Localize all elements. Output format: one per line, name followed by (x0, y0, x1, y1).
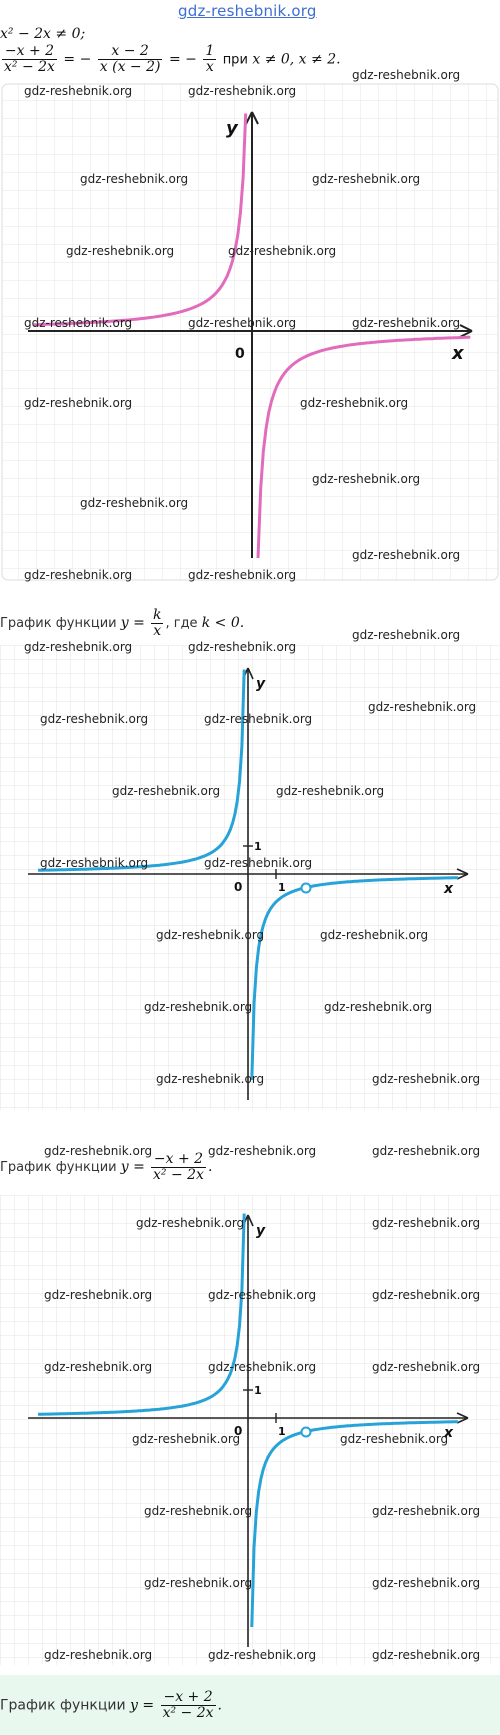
chart-2-y-label: y (256, 676, 266, 692)
watermark: gdz-reshebnik.org (372, 1216, 481, 1230)
watermark: gdz-reshebnik.org (80, 496, 189, 510)
chart-3-y-tick-label: 1 (254, 1384, 262, 1397)
chart-1-curve-left (33, 113, 248, 327)
site-link[interactable]: gdz-reshebnik.org (178, 2, 317, 20)
watermark: gdz-reshebnik.org (24, 316, 133, 330)
chart-1-y-arrow (245, 111, 259, 125)
watermark: gdz-reshebnik.org (40, 712, 149, 726)
watermark: gdz-reshebnik.org (372, 1144, 481, 1158)
watermark: gdz-reshebnik.org (208, 1144, 317, 1158)
watermark: gdz-reshebnik.org (144, 1504, 253, 1518)
watermark: gdz-reshebnik.org (24, 568, 133, 582)
chart-2-origin-label: 0 (234, 880, 242, 894)
watermark: gdz-reshebnik.org (372, 1360, 481, 1374)
watermark: gdz-reshebnik.org (44, 1648, 153, 1662)
watermark: gdz-reshebnik.org (156, 1072, 265, 1086)
answer-band (0, 1675, 500, 1735)
watermark: gdz-reshebnik.org (352, 68, 461, 82)
watermark: gdz-reshebnik.org (208, 1360, 317, 1374)
chart-2-point-marker (300, 882, 312, 894)
watermark: gdz-reshebnik.org (320, 928, 429, 942)
watermark: gdz-reshebnik.org (352, 628, 461, 642)
chart-1-origin-label: 0 (235, 346, 245, 362)
chart-2-x-label: x (443, 881, 454, 897)
watermark: gdz-reshebnik.org (188, 640, 297, 654)
watermark: gdz-reshebnik.org (136, 1216, 245, 1230)
watermark: gdz-reshebnik.org (340, 1432, 449, 1446)
chart-2-x-tick-label: 1 (278, 881, 286, 894)
watermark: gdz-reshebnik.org (144, 1000, 253, 1014)
watermark: gdz-reshebnik.org (312, 472, 421, 486)
chart-2-x-arrow (456, 868, 469, 880)
chart-3-x-tick-label: 1 (278, 1425, 286, 1438)
watermark: gdz-reshebnik.org (352, 316, 461, 330)
watermark: gdz-reshebnik.org (372, 1504, 481, 1518)
watermark: gdz-reshebnik.org (80, 172, 189, 186)
chart-3-curve-left (37, 1213, 246, 1416)
watermark: gdz-reshebnik.org (144, 1576, 253, 1590)
watermark: gdz-reshebnik.org (372, 1288, 481, 1302)
chart-3-x-label: x (443, 1425, 454, 1441)
watermark: gdz-reshebnik.org (188, 568, 297, 582)
watermark: gdz-reshebnik.org (352, 548, 461, 562)
watermark: gdz-reshebnik.org (188, 84, 297, 98)
watermark: gdz-reshebnik.org (24, 640, 133, 654)
watermark: gdz-reshebnik.org (44, 1288, 153, 1302)
chart-1: x y 0 (1, 83, 499, 581)
chart-3-grid (0, 1195, 500, 1665)
math-line-1: x² − 2x ≠ 0; (0, 26, 86, 42)
chart-2-y-tick-label: 1 (254, 840, 262, 853)
chart-1-x-label: x (451, 343, 465, 364)
watermark: gdz-reshebnik.org (300, 396, 409, 410)
watermark: gdz-reshebnik.org (312, 172, 421, 186)
watermark: gdz-reshebnik.org (112, 784, 221, 798)
watermark: gdz-reshebnik.org (204, 856, 313, 870)
watermark: gdz-reshebnik.org (324, 1000, 433, 1014)
chart-3: x y 0 1 1 (0, 1195, 500, 1665)
watermark: gdz-reshebnik.org (204, 712, 313, 726)
watermark: gdz-reshebnik.org (372, 1648, 481, 1662)
watermark: gdz-reshebnik.org (276, 784, 385, 798)
watermark: gdz-reshebnik.org (40, 856, 149, 870)
chart-1-curve-right (256, 335, 471, 559)
watermark: gdz-reshebnik.org (228, 244, 337, 258)
chart-2-curve-right (250, 876, 459, 1080)
watermark: gdz-reshebnik.org (372, 1072, 481, 1086)
chart-2: x y 0 1 1 (0, 645, 500, 1110)
chart-2-curve-left (37, 669, 246, 872)
watermark: gdz-reshebnik.org (24, 396, 133, 410)
watermark: gdz-reshebnik.org (44, 1360, 153, 1374)
chart-3-origin-label: 0 (234, 1424, 242, 1438)
watermark: gdz-reshebnik.org (188, 316, 297, 330)
watermark: gdz-reshebnik.org (156, 928, 265, 942)
watermark: gdz-reshebnik.org (132, 1432, 241, 1446)
watermark: gdz-reshebnik.org (208, 1648, 317, 1662)
watermark: gdz-reshebnik.org (66, 244, 175, 258)
watermark: gdz-reshebnik.org (368, 700, 477, 714)
chart-1-y-label: y (226, 118, 239, 139)
watermark: gdz-reshebnik.org (372, 1576, 481, 1590)
chart-1-x-arrow (459, 324, 473, 338)
watermark: gdz-reshebnik.org (208, 1288, 317, 1302)
chart-3-excluded-point (300, 1426, 312, 1438)
watermark: gdz-reshebnik.org (24, 84, 133, 98)
chart-3-curve-right (250, 1420, 459, 1628)
chart-3-x-arrow (456, 1412, 469, 1424)
chart-3-y-label: y (256, 1223, 266, 1239)
watermark: gdz-reshebnik.org (44, 1144, 153, 1158)
